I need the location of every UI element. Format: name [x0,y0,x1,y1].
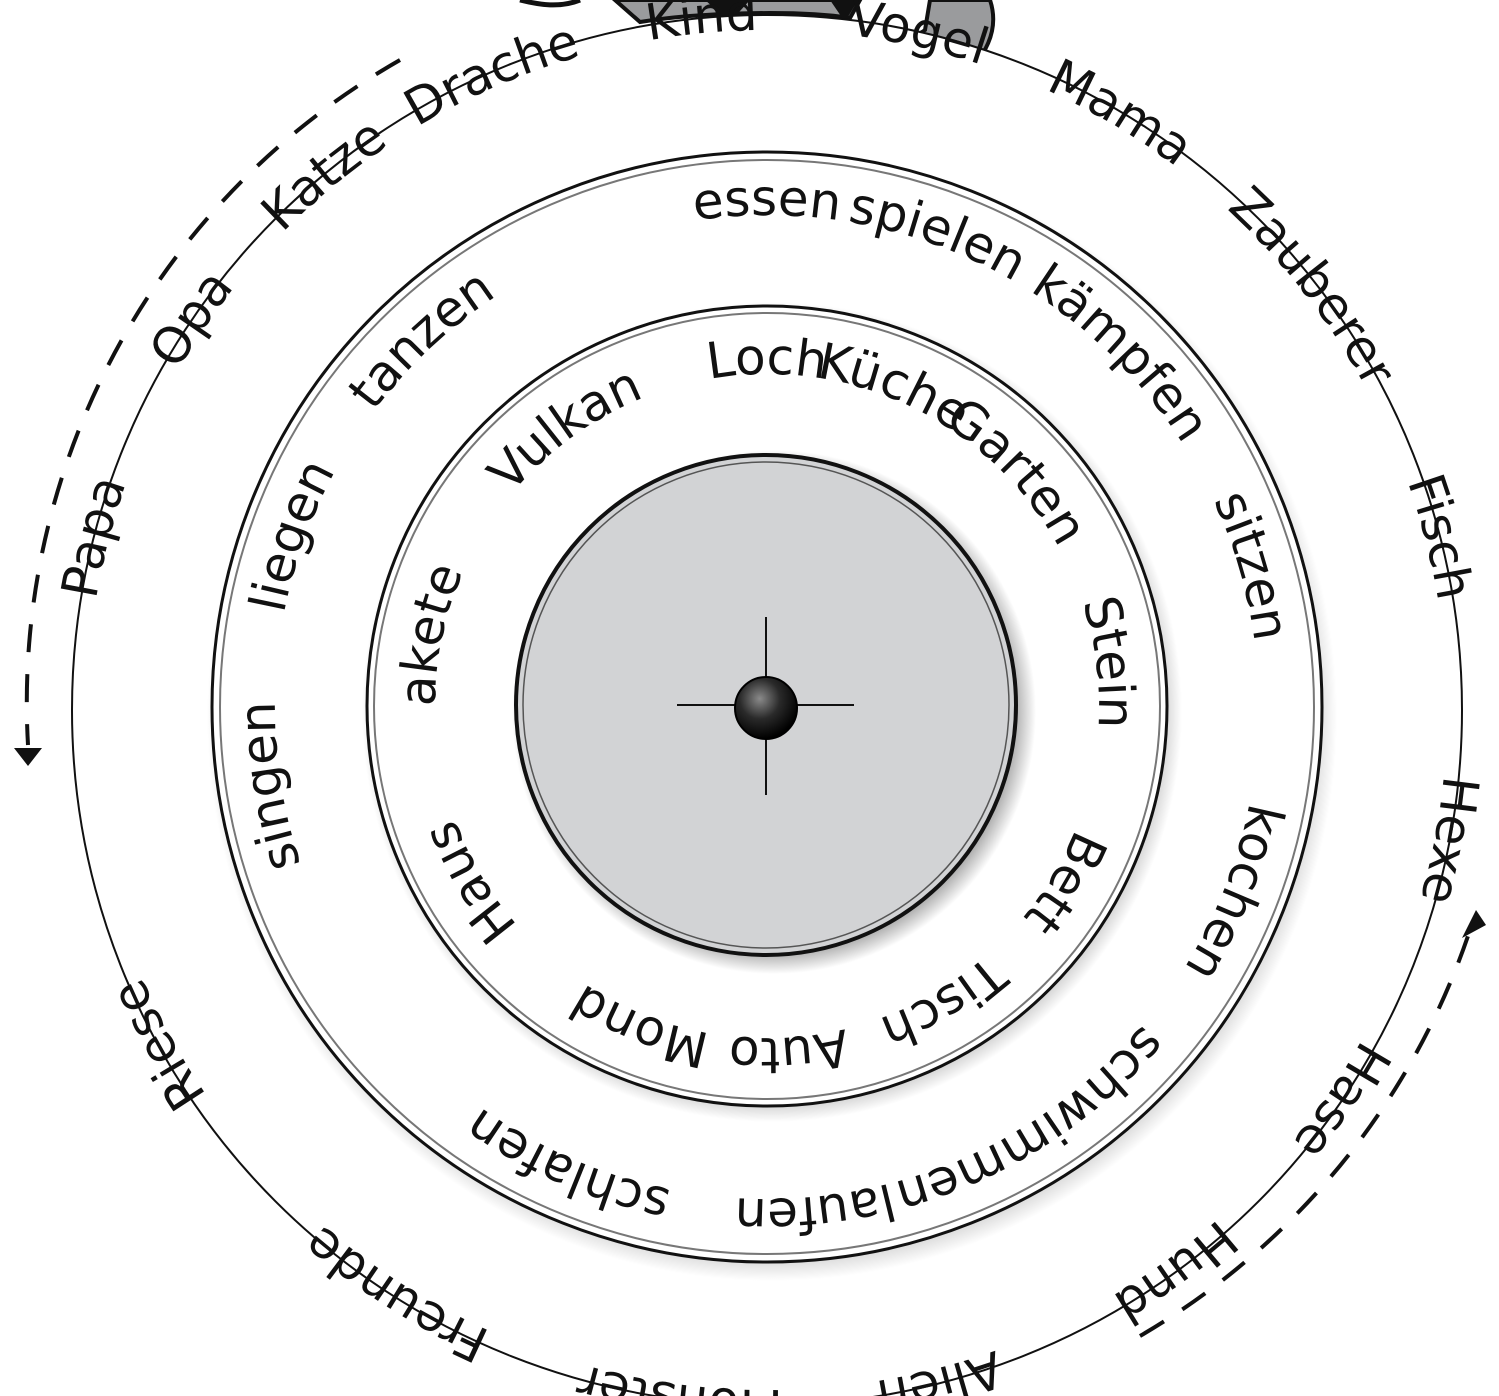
inner-word: Auto [727,1017,854,1084]
pin-icon[interactable] [735,677,797,739]
middle-word: essen [689,169,844,232]
